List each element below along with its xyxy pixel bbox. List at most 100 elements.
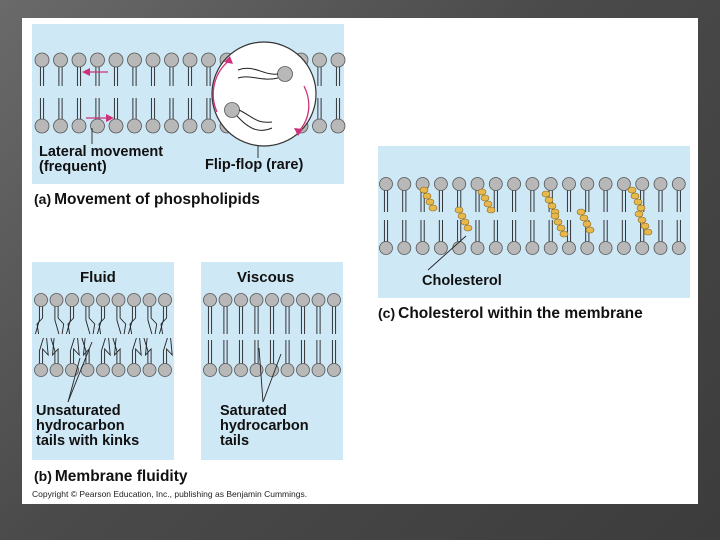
lipid-tail	[116, 306, 122, 335]
phospholipid-head	[616, 177, 631, 191]
cholesterol-molecule	[550, 212, 560, 220]
lipid-tail	[127, 306, 133, 335]
phospholipid-head	[265, 363, 279, 377]
caption-b-letter: (b)	[34, 468, 52, 484]
caption-a-letter: (a)	[34, 191, 52, 207]
saturated-label: Saturated hydrocarbon tails	[220, 403, 309, 450]
phospholipid-head	[327, 363, 341, 377]
phospholipid-head	[65, 363, 79, 377]
lipid-tail	[158, 306, 164, 335]
cholesterol-molecule	[579, 214, 589, 222]
phospholipid-head	[234, 293, 248, 307]
phospholipid-head	[108, 52, 124, 68]
caption-c-text: Cholesterol within the membrane	[398, 305, 643, 322]
cholesterol-molecule	[460, 218, 470, 226]
arrowhead	[224, 56, 233, 64]
cholesterol-molecule	[585, 226, 595, 234]
phospholipid-head	[280, 293, 295, 307]
phospholipid-head	[111, 293, 126, 307]
phospholipid-head	[280, 363, 295, 377]
lipid-tail	[238, 109, 273, 123]
phospholipid-head	[224, 102, 240, 118]
phospholipid-head	[671, 177, 686, 191]
lipid-tail	[57, 306, 65, 335]
lipid-tail	[104, 337, 111, 364]
cholesterol-molecule	[634, 210, 644, 218]
phospholipid-head	[265, 293, 279, 307]
flip-flop-arrow	[212, 59, 231, 113]
phospholipid-head	[327, 293, 341, 307]
phospholipid-head	[562, 241, 576, 255]
cholesterol-molecule	[636, 204, 646, 212]
phospholipid-head	[145, 118, 161, 134]
phospholipid-head	[379, 177, 393, 191]
cholesterol-molecule	[582, 220, 592, 228]
phospholipid-head	[616, 241, 631, 255]
cholesterol-molecule	[477, 188, 487, 196]
lipid-tail	[131, 337, 137, 364]
phospholipid-head	[562, 177, 576, 191]
cholesterol-molecule	[544, 196, 554, 204]
phospholipid-head	[71, 118, 87, 134]
cholesterol-molecule	[559, 230, 569, 238]
caption-c-letter: (c)	[378, 305, 396, 321]
slide: Lateral movement (frequent) Flip-flop (r…	[22, 18, 698, 504]
phospholipid-head	[234, 363, 248, 377]
cholesterol-molecule	[630, 192, 640, 200]
lipid-tail	[160, 306, 168, 335]
phospholipid-head	[34, 363, 48, 377]
phospholipid-head	[90, 52, 105, 68]
phospholipid-head	[397, 177, 412, 191]
cholesterol-molecule	[419, 186, 429, 194]
phospholipid-head	[434, 241, 448, 255]
phospholipid-head	[53, 118, 68, 134]
phospholipid-head	[182, 52, 198, 68]
lipid-tail	[162, 337, 168, 364]
phospholipid-head	[249, 293, 264, 307]
arrowhead	[82, 68, 90, 76]
unsaturated-label: Unsaturated hydrocarbon tails with kinks	[36, 403, 140, 450]
phospholipid-head	[598, 177, 613, 191]
phospholipid-head	[470, 177, 485, 191]
arrowhead	[106, 114, 114, 122]
caption-a: (a)Movement of phospholipids	[34, 191, 260, 208]
phospholipid-head	[158, 363, 172, 377]
lipid-tail	[98, 306, 106, 335]
label-pointer	[262, 353, 282, 403]
cholesterol-molecule	[457, 212, 467, 220]
lipid-tail	[150, 306, 158, 335]
phospholipid-head	[580, 177, 595, 191]
phospholipid-head	[415, 241, 430, 255]
phospholipid-head	[164, 52, 179, 68]
cholesterol-molecule	[541, 190, 551, 198]
fluid-title: Fluid	[80, 269, 116, 286]
lipid-tail	[96, 306, 102, 335]
cholesterol-molecule	[425, 198, 435, 206]
viscous-title: Viscous	[237, 269, 295, 286]
lipid-tail	[88, 306, 96, 335]
phospholipid-head	[218, 363, 233, 377]
lateral-movement-label: Lateral movement (frequent)	[39, 144, 164, 176]
lipid-tail	[82, 337, 90, 364]
phospholipid-head	[488, 241, 503, 255]
phospholipid-head	[312, 52, 327, 68]
phospholipid-head	[49, 293, 64, 307]
phospholipid-head	[71, 52, 87, 68]
lipid-tail	[65, 306, 71, 335]
phospholipid-head	[525, 177, 540, 191]
phospholipid-head	[397, 241, 412, 255]
viscous-bilayer	[203, 293, 341, 403]
phospholipid-head	[311, 293, 326, 307]
lipid-tail	[54, 306, 60, 335]
phospholipid-head	[201, 52, 216, 68]
phospholipid-head	[127, 363, 141, 377]
phospholipid-head	[434, 177, 448, 191]
phospholipid-head	[53, 52, 68, 68]
phospholipid-head	[111, 363, 126, 377]
phospholipid-head	[452, 241, 467, 255]
phospholipid-head	[525, 241, 540, 255]
phospholipid-head	[249, 363, 264, 377]
lipid-tail	[42, 337, 49, 364]
phospholipid-head	[142, 293, 157, 307]
phospholipid-head	[142, 363, 157, 377]
